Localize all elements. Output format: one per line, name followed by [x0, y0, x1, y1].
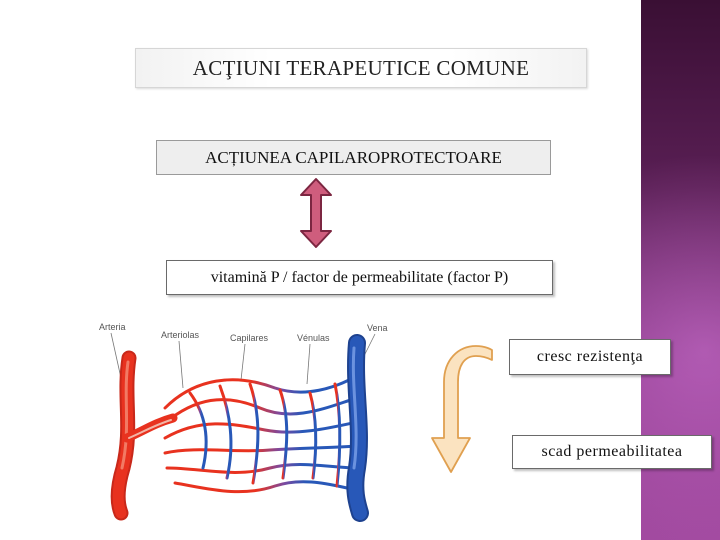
label-vein: Vena [367, 323, 388, 333]
double-arrow-icon [300, 178, 332, 248]
effect-permeability-box: scad permeabilitatea [512, 435, 712, 469]
label-capillaries: Capilares [230, 333, 269, 343]
capillary-network-figure: Arteria Arteriolas Capilares Vénulas Ven… [95, 318, 395, 513]
label-artery: Arteria [99, 322, 126, 332]
slide-title: ACŢIUNI TERAPEUTICE COMUNE [135, 48, 587, 88]
vitamin-p-box: vitamină P / factor de permeabilitate (f… [166, 260, 553, 295]
effect-resistance-box: cresc rezistenţa [509, 339, 671, 375]
curved-down-arrow-icon [428, 338, 498, 476]
action-box: ACȚIUNEA CAPILAROPROTECTOARE [156, 140, 551, 175]
label-venules: Vénulas [297, 333, 330, 343]
label-arterioles: Arteriolas [161, 330, 200, 340]
